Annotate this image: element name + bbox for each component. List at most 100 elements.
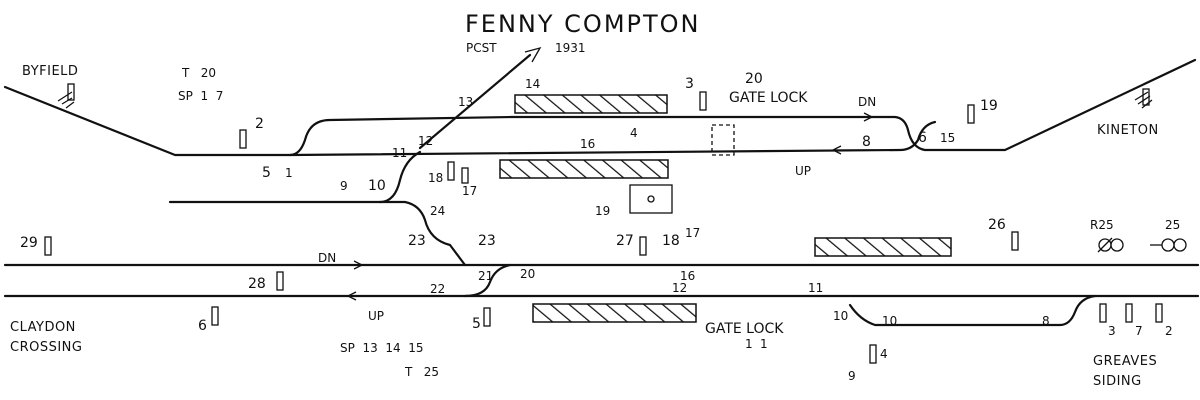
subtitle-year: 1931 xyxy=(555,41,586,55)
label-6: 6 xyxy=(918,130,927,146)
bay-siding-track xyxy=(168,150,422,204)
label-6-lower: 6 xyxy=(198,318,207,334)
diagram-title: FENNY COMPTON xyxy=(465,10,701,38)
upper-platform xyxy=(514,94,668,114)
signal-7-lower xyxy=(1125,303,1133,323)
signal-17-upper xyxy=(461,167,469,184)
label-4-lower: 4 xyxy=(880,347,888,361)
label-5-lower: 5 xyxy=(472,316,481,332)
byfield-signal-icon xyxy=(67,83,75,101)
label-2: 2 xyxy=(255,116,264,132)
dn-branch-track xyxy=(510,58,1197,152)
gate-lock-upper-number: 20 xyxy=(745,71,763,87)
signal-4-lower xyxy=(869,344,877,364)
signal-2 xyxy=(239,129,247,149)
label-21: 21 xyxy=(478,269,493,283)
signal-29 xyxy=(44,236,52,256)
label-27: 27 xyxy=(616,233,634,249)
direction-dn-upper: DN xyxy=(858,95,876,109)
label-16-lower: 16 xyxy=(680,269,695,283)
byfield-buffer-icon xyxy=(57,91,75,109)
arrow-dn-mid xyxy=(300,260,364,270)
place-kineton: KINETON xyxy=(1097,123,1159,138)
label-10b: 10 xyxy=(882,314,897,328)
signal-box xyxy=(629,184,673,214)
signal-27 xyxy=(639,236,647,256)
label-10a: 10 xyxy=(833,309,848,323)
subtitle-code: PCST xyxy=(466,41,497,55)
label-12: 12 xyxy=(418,134,433,148)
label-18-lower: 18 xyxy=(662,233,680,249)
label-18-upper: 18 xyxy=(428,171,443,185)
label-3-lower: 3 xyxy=(1108,324,1116,338)
label-1: 1 xyxy=(285,166,293,180)
label-2-lower: 2 xyxy=(1165,324,1173,338)
signal-2-lower xyxy=(1155,303,1163,323)
signal-19 xyxy=(967,104,975,124)
label-12-lower: 12 xyxy=(672,281,687,295)
label-26: 26 xyxy=(988,217,1006,233)
label-15: 15 xyxy=(940,131,955,145)
label-5: 5 xyxy=(262,165,271,181)
label-14: 14 xyxy=(525,77,540,91)
gate-lock-upper-label: GATE LOCK xyxy=(729,90,808,106)
label-19: 19 xyxy=(980,98,998,114)
arrow-up-lower xyxy=(346,291,410,301)
gate-lock-lower-label: GATE LOCK xyxy=(705,321,784,337)
label-8-upper: 8 xyxy=(862,134,871,150)
gate-lock-upper-box xyxy=(711,124,735,156)
signal-3 xyxy=(699,91,707,111)
arrow-up-upper xyxy=(831,145,875,155)
lever-count-t-upper: T 20 xyxy=(181,66,216,80)
direction-dn-mid: DN xyxy=(318,251,336,265)
signal-3-lower xyxy=(1099,303,1107,323)
signal-26 xyxy=(1011,231,1019,251)
signal-18 xyxy=(447,161,455,181)
connection-to-dn-main xyxy=(378,200,467,267)
kineton-signal-icon xyxy=(1142,88,1150,106)
label-1-lower: 1 xyxy=(745,337,753,351)
label-9-lower: 9 xyxy=(848,369,856,383)
place-siding: SIDING xyxy=(1093,374,1142,389)
label-11-lower: 11 xyxy=(808,281,823,295)
place-claydon: CLAYDON xyxy=(10,320,76,335)
label-24: 24 xyxy=(430,204,445,218)
label-23a: 23 xyxy=(408,233,426,249)
crossover-21-22 xyxy=(463,263,512,298)
lower-platform-right xyxy=(814,237,952,257)
signal-28 xyxy=(276,271,284,291)
label-29: 29 xyxy=(20,235,38,251)
label-17-upper: 17 xyxy=(462,184,477,198)
crossover-13-14 xyxy=(418,53,532,150)
label-22: 22 xyxy=(430,282,445,296)
place-greaves: GREAVES xyxy=(1093,354,1157,369)
label-20: 20 xyxy=(520,267,535,281)
direction-up-lower: UP xyxy=(368,309,384,323)
lower-platform-left xyxy=(532,303,697,323)
disc-25-b xyxy=(1173,238,1187,252)
label-r25: R25 xyxy=(1090,218,1114,232)
disc-25-a xyxy=(1161,238,1175,252)
label-8-lower: 8 xyxy=(1042,314,1050,328)
gate-lock-lower-number: 1 xyxy=(760,337,768,351)
label-17-lower: 17 xyxy=(685,226,700,240)
label-25: 25 xyxy=(1165,218,1180,232)
label-23b: 23 xyxy=(478,233,496,249)
disc-r25-b xyxy=(1110,238,1124,252)
label-3: 3 xyxy=(685,76,694,92)
place-crossing: CROSSING xyxy=(10,340,82,355)
lever-count-t-lower: T 25 xyxy=(404,365,439,379)
kineton-buffer-icon xyxy=(1134,91,1153,109)
signal-5-lower xyxy=(483,307,491,327)
arrow-dn-upper xyxy=(830,112,874,122)
signal-6-lower xyxy=(211,306,219,326)
label-19-box: 19 xyxy=(595,204,610,218)
label-13: 13 xyxy=(458,95,473,109)
direction-up-upper: UP xyxy=(795,164,811,178)
label-9: 9 xyxy=(340,179,348,193)
label-7-lower: 7 xyxy=(1135,324,1143,338)
greaves-siding-track xyxy=(848,294,1097,327)
label-16: 16 xyxy=(580,137,595,151)
signal-box-lever xyxy=(647,195,655,203)
